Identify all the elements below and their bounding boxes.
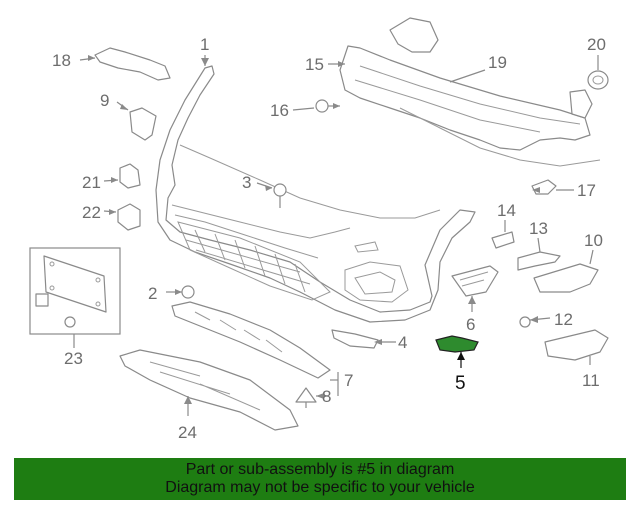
callout-7: 7 — [344, 371, 353, 390]
callout-2: 2 — [148, 284, 157, 303]
part-14-cover — [491, 220, 515, 249]
callouts: 18 1 15 19 20 9 16 21 3 17 22 14 13 10 2… — [52, 35, 606, 442]
callout-1: 1 — [200, 35, 209, 54]
callout-5-highlighted: 5 — [455, 373, 466, 394]
part-10-trim — [533, 249, 599, 293]
part-13-trim — [517, 237, 561, 271]
callout-17: 17 — [577, 181, 596, 200]
part-7-lower-valance — [171, 301, 338, 381]
part-1-bumper-cover — [155, 65, 476, 323]
part-16-bolt — [292, 99, 340, 113]
part-4-trim-strip — [331, 329, 396, 349]
callout-24: 24 — [178, 423, 197, 442]
callout-18: 18 — [52, 51, 71, 70]
banner-line-2: Diagram may not be specific to your vehi… — [165, 479, 475, 496]
part-20-grommet — [587, 55, 609, 90]
part-5-highlighted — [435, 335, 479, 368]
callout-21: 21 — [82, 173, 101, 192]
part-24-undertray — [119, 349, 299, 431]
banner-line-1: Part or sub-assembly is #5 in diagram — [185, 461, 455, 478]
part-18-bracket — [79, 47, 171, 81]
callout-8: 8 — [322, 387, 331, 406]
callout-9: 9 — [100, 91, 109, 110]
part-21-clip — [103, 163, 141, 189]
part-23-license-bracket — [29, 247, 121, 348]
callout-4: 4 — [398, 333, 407, 352]
parts-diagram: 18 1 15 19 20 9 16 21 3 17 22 14 13 10 2… — [29, 17, 609, 442]
part-11-trim — [544, 329, 609, 365]
callout-23: 23 — [64, 349, 83, 368]
part-6-grille-trim — [451, 265, 499, 312]
callout-16: 16 — [270, 101, 289, 120]
callout-13: 13 — [529, 219, 548, 238]
callout-19: 19 — [488, 53, 507, 72]
callout-6: 6 — [466, 315, 475, 334]
callout-11: 11 — [582, 371, 600, 390]
callout-12: 12 — [554, 310, 573, 329]
callout-22: 22 — [82, 203, 101, 222]
callout-14: 14 — [497, 201, 516, 220]
info-banner: Part or sub-assembly is #5 in diagram Di… — [14, 458, 626, 500]
callout-15: 15 — [305, 55, 324, 74]
callout-3: 3 — [242, 173, 251, 192]
part-19-reinforcement — [339, 17, 601, 167]
part-3-screw — [256, 182, 287, 208]
part-22-clip — [103, 203, 141, 231]
callout-20: 20 — [587, 35, 606, 54]
callout-10: 10 — [584, 231, 603, 250]
